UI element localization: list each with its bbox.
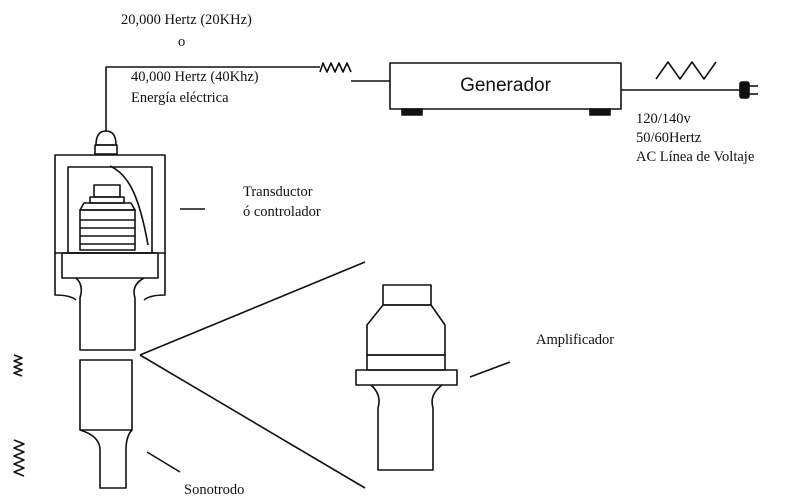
sonotrode-leader [146, 451, 181, 473]
booster-section [79, 359, 133, 489]
voltage-label: 120/140v [636, 111, 691, 127]
amplifier-label: Amplificador [536, 332, 615, 348]
frequency-40khz-label: 40,000 Hertz (40Khz) [131, 69, 259, 85]
generator-label: Generador [460, 75, 551, 96]
vibration-icon-upper [13, 354, 23, 377]
or-label: o [178, 34, 186, 50]
plug-icon [739, 81, 758, 99]
signal-cable [105, 66, 320, 131]
hertz-label: 50/60Hertz [636, 130, 702, 146]
sonotrode-label: Sonotrodo [184, 482, 245, 498]
transducer-label-line1: Transductor [243, 184, 313, 200]
transducer-housing [54, 130, 166, 351]
generator-box [389, 62, 622, 110]
generator-foot-right [589, 108, 611, 116]
electric-energy-label: Energía eléctrica [131, 90, 229, 106]
vibration-icon-lower [13, 439, 25, 477]
frequency-20khz-label: 20,000 Hertz (20KHz) [121, 12, 252, 28]
zoom-line-bottom [139, 354, 366, 489]
zoom-line-top [139, 261, 366, 356]
amplifier-enlarged [355, 284, 458, 471]
ac-line-label: AC Línea de Voltaje [636, 149, 755, 165]
cable-coil-icon [319, 62, 352, 73]
generator-foot-left [401, 108, 423, 116]
transducer-label-line2: ó controlador [243, 204, 321, 220]
amplifier-leader [469, 361, 511, 378]
ac-wave-icon [655, 61, 717, 80]
